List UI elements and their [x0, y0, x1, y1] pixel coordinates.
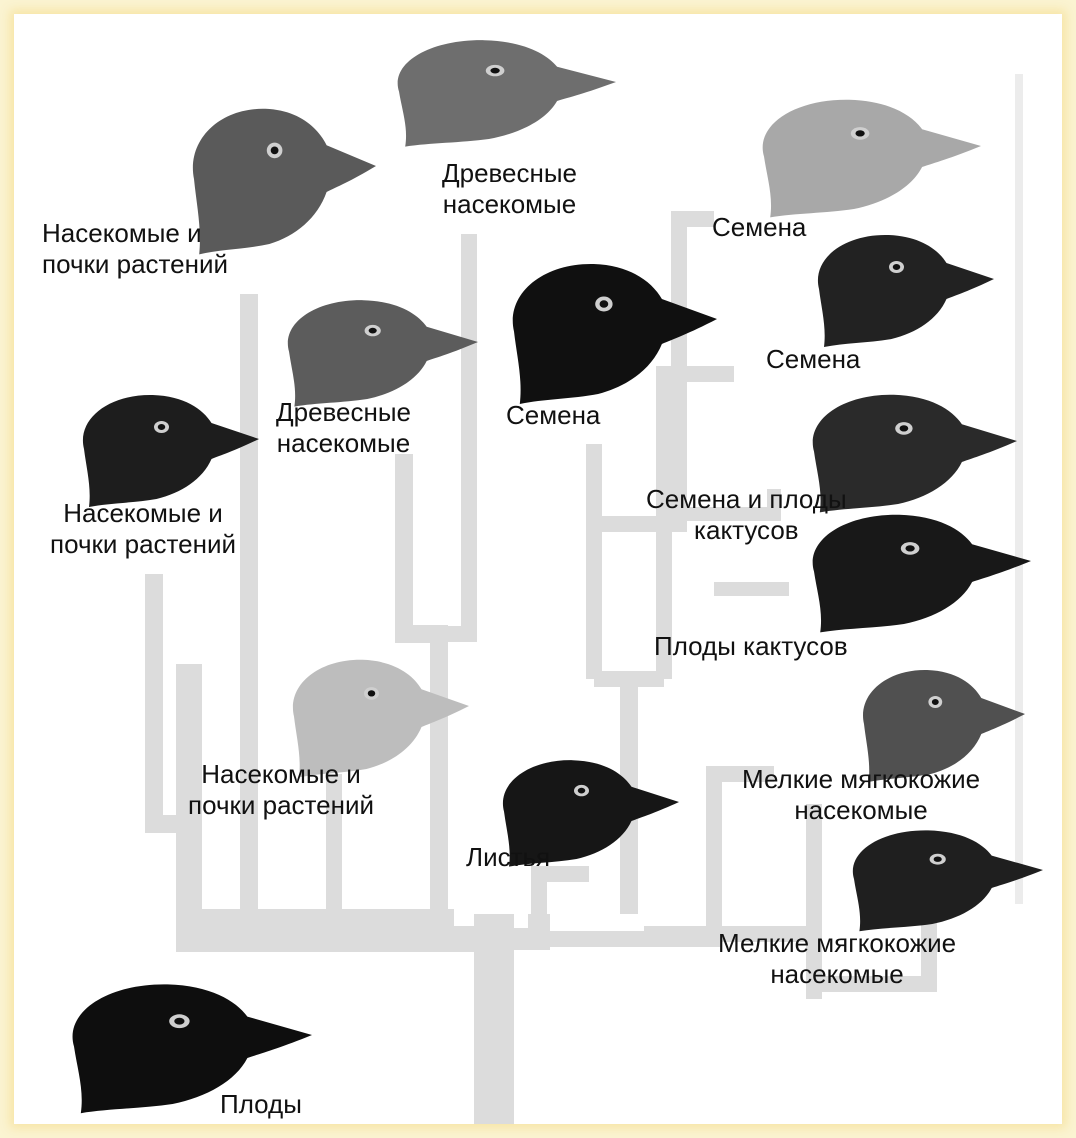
label-tree-insects-2: Древесные насекомые — [276, 397, 411, 459]
label-line: почки растений — [188, 790, 374, 821]
label-line: Насекомые и — [42, 218, 228, 249]
label-line: Плоды кактусов — [654, 631, 848, 662]
label-seeds-1: Семена — [712, 212, 806, 243]
label-insects-buds-2: Насекомые и почки растений — [50, 498, 236, 560]
label-line: почки растений — [42, 249, 228, 280]
branch-leaves — [539, 874, 589, 914]
label-line: насекомые — [276, 428, 411, 459]
label-soft-insects-2: Мелкие мягкокожие насекомые — [718, 928, 956, 990]
finch-head-icon — [288, 300, 478, 406]
label-line: Листья — [466, 842, 550, 873]
label-line: насекомые — [718, 959, 956, 990]
label-tree-insects-1: Древесные насекомые — [442, 158, 577, 220]
finch-head-icon — [853, 830, 1043, 931]
label-fruits: Плоды — [220, 1089, 302, 1120]
label-leaves: Листья — [466, 842, 550, 873]
finch-head-icon — [398, 40, 616, 146]
label-cactus-fruits: Плоды кактусов — [654, 631, 848, 662]
branch-tree-insects-top — [439, 234, 469, 634]
label-line: Плоды — [220, 1089, 302, 1120]
label-seeds-3: Семена — [766, 344, 860, 375]
label-line: насекомые — [742, 795, 980, 826]
finch-head-icon — [83, 395, 259, 507]
label-line: Древесные — [442, 158, 577, 189]
finch-head-icon — [763, 100, 981, 218]
label-seeds-2: Семена — [506, 400, 600, 431]
label-line: Семена — [712, 212, 806, 243]
label-line: Насекомые и — [188, 759, 374, 790]
label-line: Древесные — [276, 397, 411, 428]
label-soft-insects-1: Мелкие мягкокожие насекомые — [742, 764, 980, 826]
label-insects-buds-1: Насекомые и почки растений — [42, 218, 228, 280]
label-line: Семена — [506, 400, 600, 431]
diagram-frame: Насекомые и почки растений Древесные нас… — [14, 14, 1062, 1124]
label-insects-buds-3: Насекомые и почки растений — [188, 759, 374, 821]
finch-head-icon — [818, 235, 994, 347]
label-line: Семена — [766, 344, 860, 375]
label-line: Мелкие мягкокожие — [718, 928, 956, 959]
label-line: насекомые — [442, 189, 577, 220]
label-line: Семена и плоды — [646, 484, 847, 515]
label-line: кактусов — [646, 515, 847, 546]
label-line: почки растений — [50, 529, 236, 560]
label-line: Мелкие мягкокожие — [742, 764, 980, 795]
label-seeds-cactus: Семена и плоды кактусов — [646, 484, 847, 546]
label-line: Насекомые и — [50, 498, 236, 529]
